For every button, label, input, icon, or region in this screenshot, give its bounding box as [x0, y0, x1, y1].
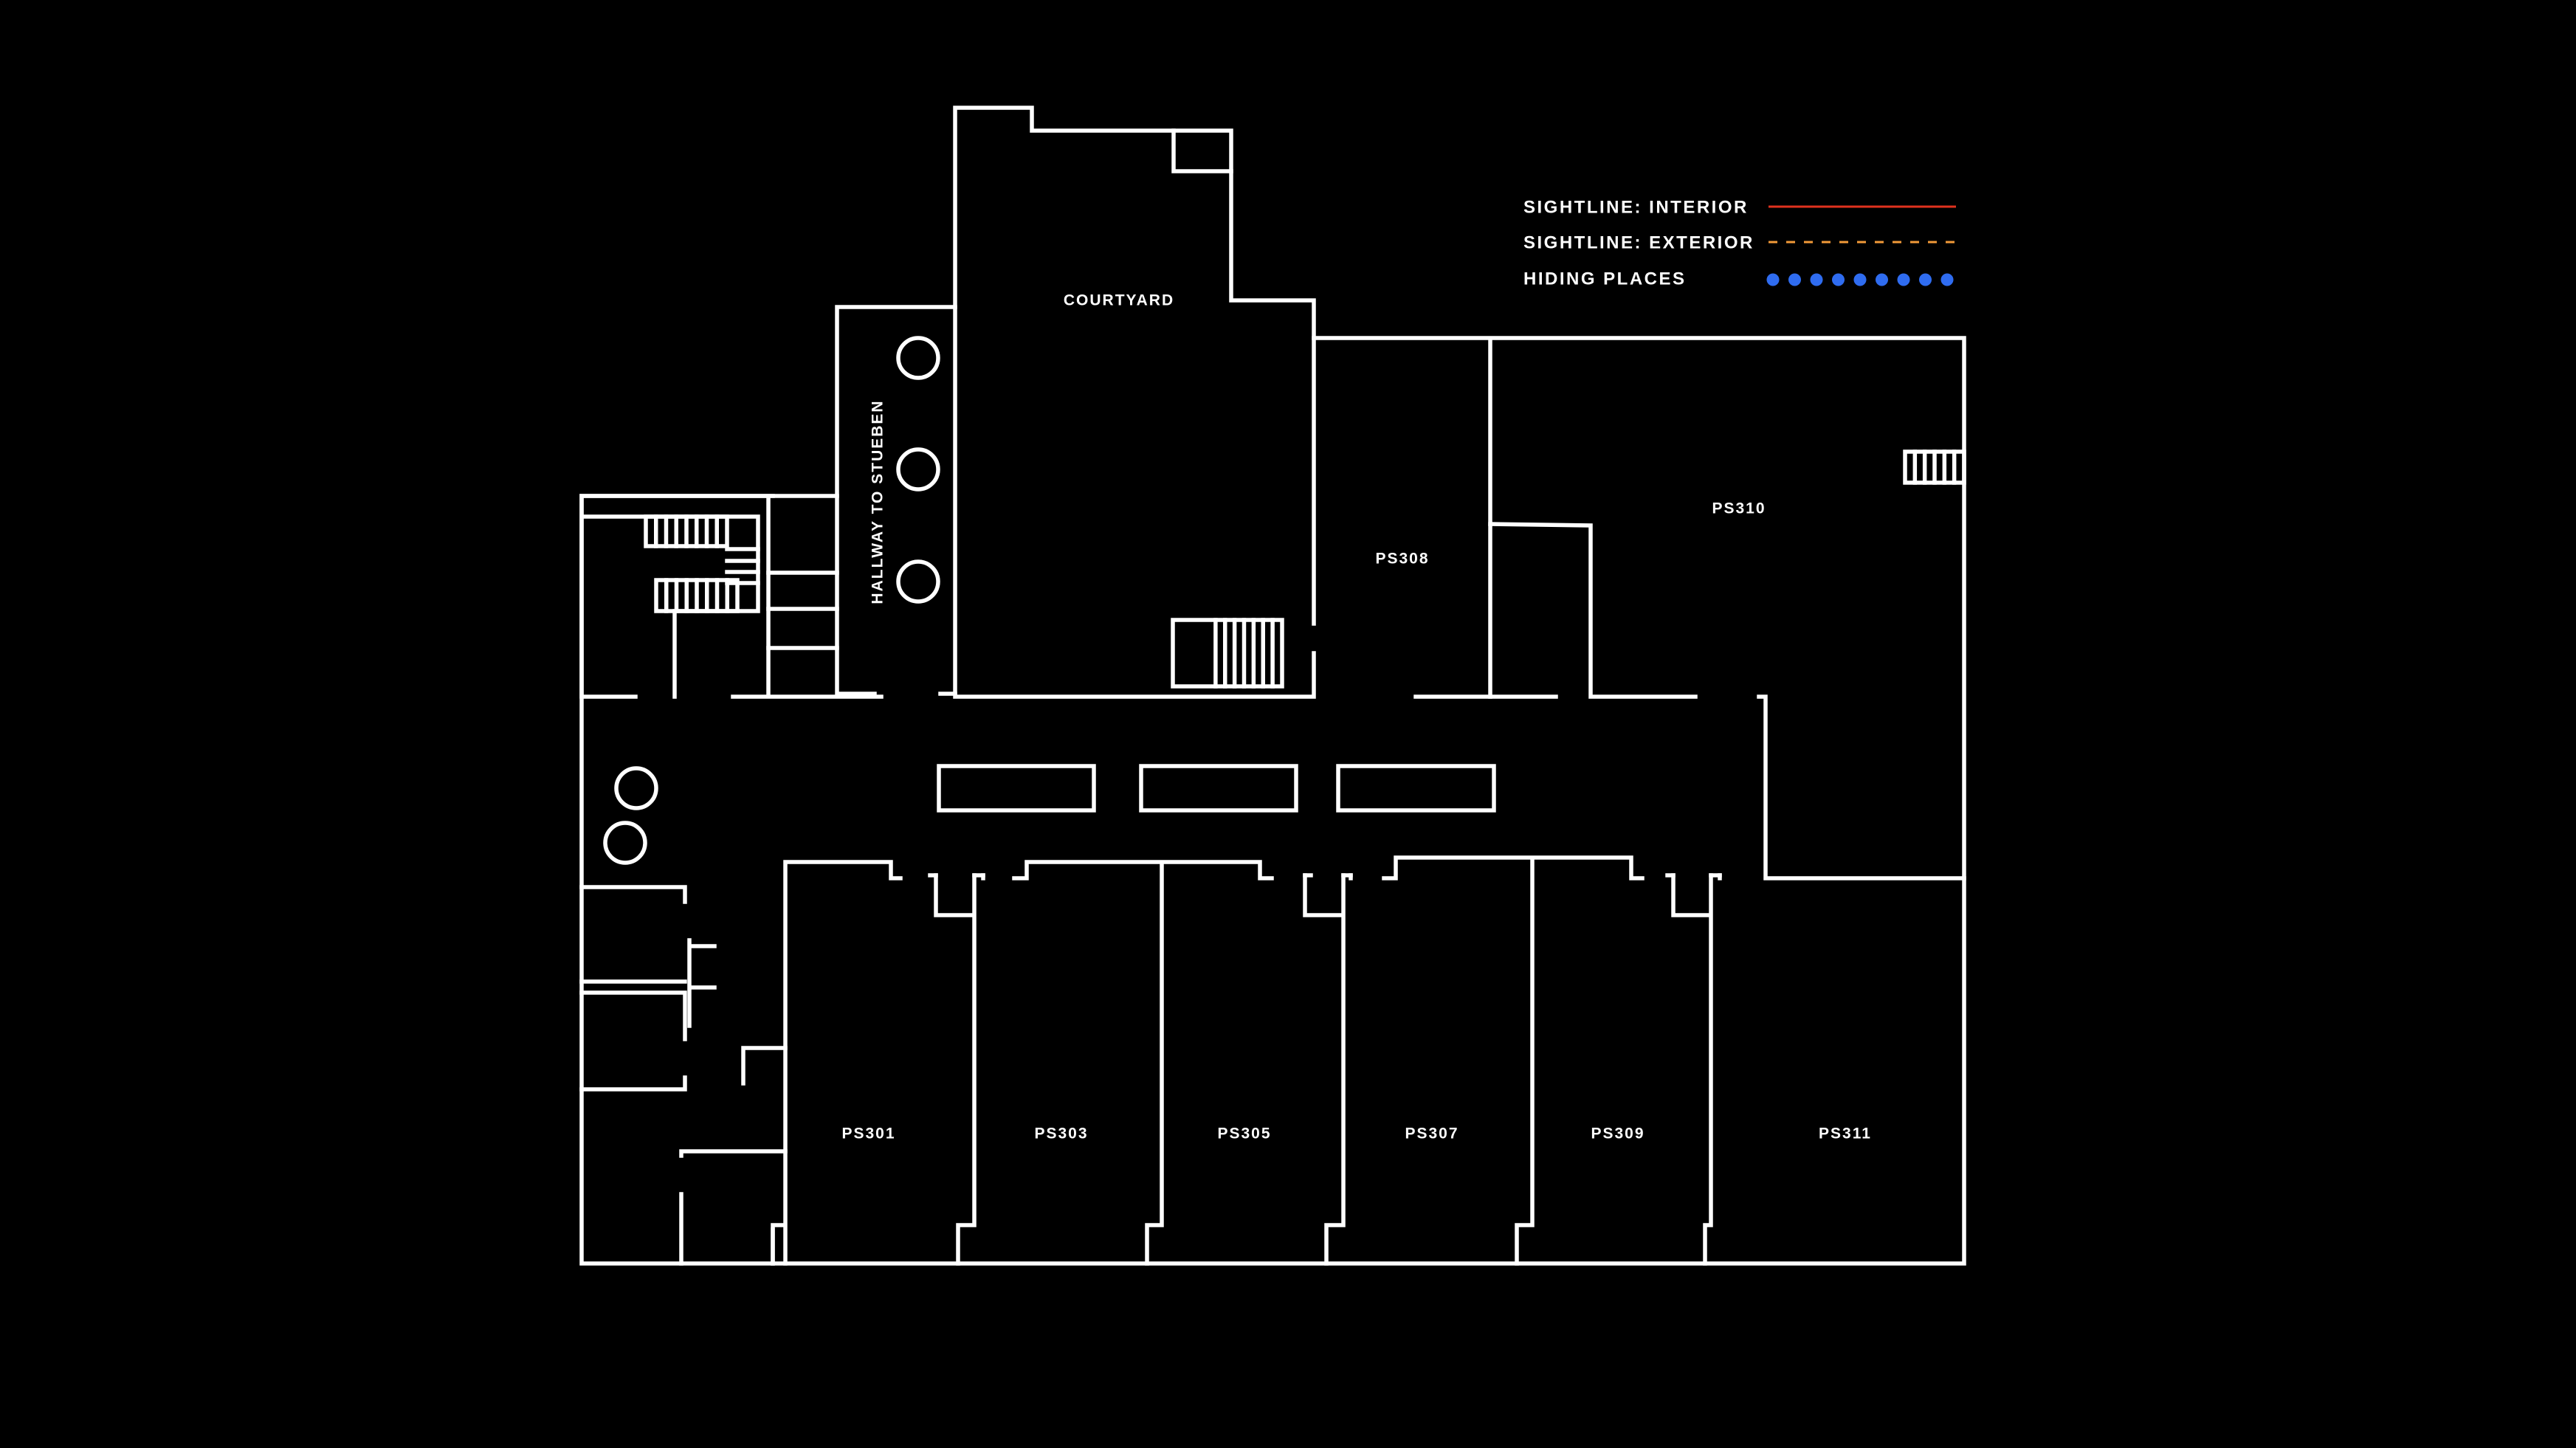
- room-label-ps310: PS310: [1712, 500, 1766, 517]
- room-label-courtyard: COURTYARD: [1064, 292, 1174, 309]
- hiding-dot: [1788, 273, 1801, 286]
- west-corridor-walls: [766, 570, 839, 650]
- hiding-dot: [1853, 273, 1867, 286]
- room-label-ps303: PS303: [1034, 1125, 1088, 1142]
- column-circle: [614, 766, 658, 810]
- southwest-walls: [579, 885, 788, 1266]
- hiding-dot: [1897, 273, 1910, 286]
- courtyard-walls: [953, 106, 1316, 699]
- room-label-ps305: PS305: [1217, 1125, 1271, 1142]
- hallway-walls: [835, 305, 957, 696]
- east-wing-walls: [579, 336, 1966, 1266]
- courtyard-stair: [1213, 618, 1275, 689]
- column-circle: [896, 447, 940, 492]
- column-circle: [896, 559, 940, 604]
- column-circle: [603, 821, 647, 865]
- hiding-dot: [1940, 273, 1954, 286]
- hiding-dot: [1810, 273, 1823, 286]
- walls: [579, 106, 1966, 1266]
- legend-interior-label: SIGHTLINE: INTERIOR: [1523, 197, 1749, 217]
- courtyard-nook: [1171, 128, 1233, 173]
- corridor-table-3: [1336, 764, 1496, 813]
- corridor-table-2: [1139, 764, 1298, 813]
- corridor-table-1: [937, 764, 1096, 813]
- legend-hiding-dots: [1766, 273, 1954, 286]
- hiding-dot: [1919, 273, 1932, 286]
- room-label-ps309: PS309: [1591, 1125, 1645, 1142]
- ps310-stair: [1912, 449, 1957, 485]
- ps310-inner-wall: [1488, 522, 1698, 699]
- columns: [603, 336, 940, 865]
- hiding-dot: [1876, 273, 1888, 286]
- room-label-ps308: PS308: [1375, 551, 1429, 568]
- room-label-ps311: PS311: [1819, 1125, 1872, 1142]
- hiding-dot: [1766, 273, 1780, 286]
- legend-exterior-label: SIGHTLINE: EXTERIOR: [1523, 232, 1754, 252]
- column-circle: [896, 336, 940, 380]
- west-stairs: [654, 514, 729, 613]
- west-stair-landing: [725, 547, 760, 585]
- courtyard-stair-frame: [1171, 618, 1284, 689]
- west-block-walls: [579, 494, 884, 699]
- ps311-corner-wall: [1757, 694, 1966, 880]
- south-classroom-walls: [771, 855, 1722, 1266]
- legend-hiding-label: HIDING PLACES: [1523, 269, 1687, 289]
- room-label-ps307: PS307: [1405, 1125, 1459, 1142]
- room-labels: COURTYARD HALLWAY TO STUEBEN PS308 PS310…: [841, 292, 1872, 1142]
- legend: SIGHTLINE: INTERIOR SIGHTLINE: EXTERIOR …: [1523, 197, 1956, 289]
- room-label-ps301: PS301: [841, 1125, 895, 1142]
- room-label-hallway: HALLWAY TO STUEBEN: [869, 399, 886, 604]
- hiding-dot: [1832, 273, 1845, 286]
